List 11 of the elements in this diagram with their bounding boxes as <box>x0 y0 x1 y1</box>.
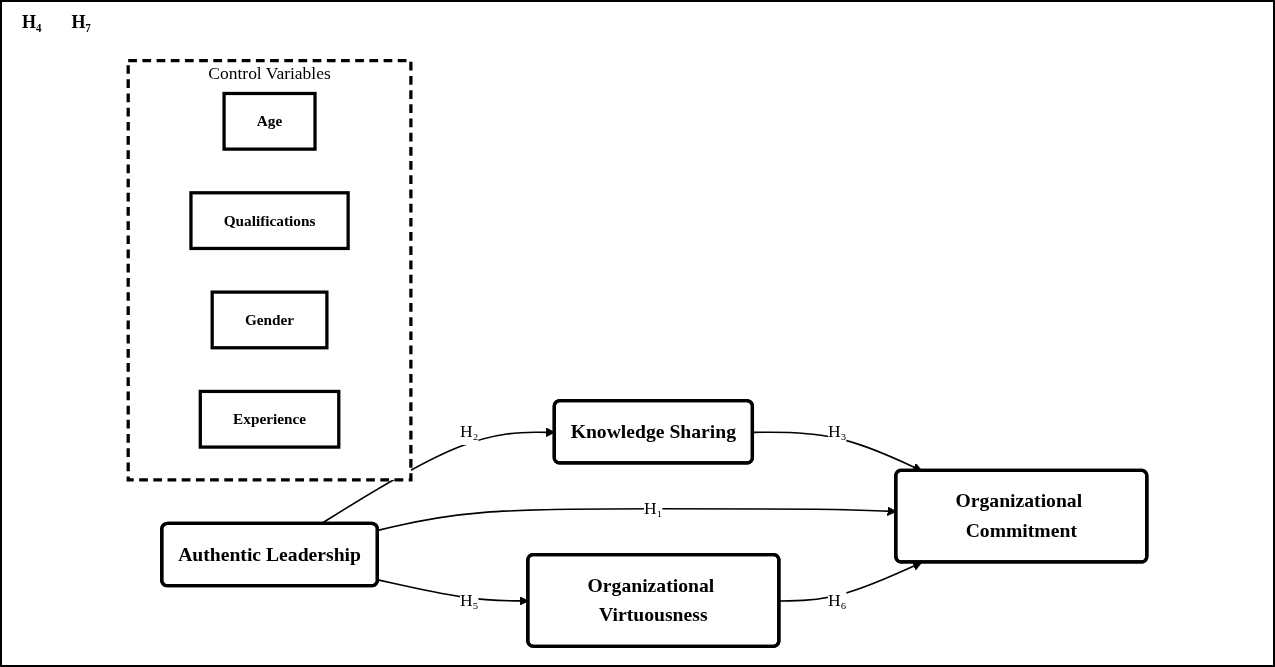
node-box: Age <box>222 91 317 151</box>
edge-label: H₅ <box>460 590 479 610</box>
hypothesis-label: H₄ <box>22 12 42 32</box>
edge-label: H₁ <box>643 498 663 518</box>
node-box: Experience <box>198 389 341 449</box>
node-box: Gender <box>210 290 329 350</box>
node-box: Qualifications <box>189 191 350 251</box>
edge-label: H₆ <box>827 590 847 610</box>
hypothesis-label: H₇ <box>71 12 91 32</box>
edge-label: H₃ <box>827 421 847 441</box>
edge-label: H₂ <box>460 421 479 441</box>
